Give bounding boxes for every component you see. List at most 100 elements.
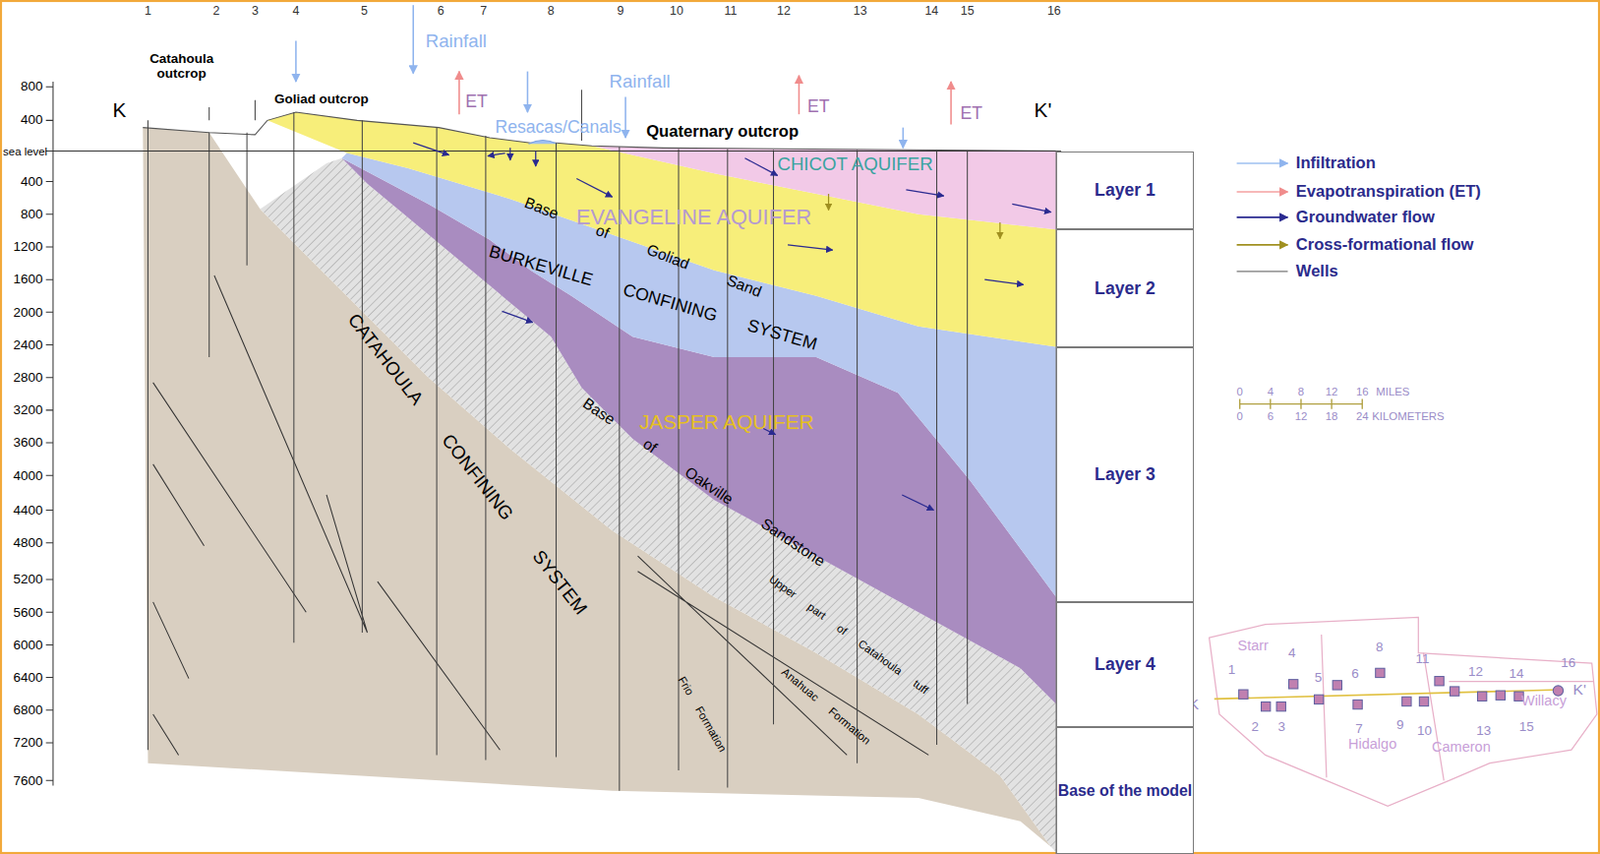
well-number: 1 xyxy=(1228,661,1237,677)
well-number: 9 xyxy=(1396,716,1405,732)
outcrop-label: Catahoula outcrop xyxy=(140,53,223,83)
depth-label: 3600 xyxy=(13,435,44,451)
scale-label: 8 xyxy=(1298,385,1304,399)
well-number: 5 xyxy=(1314,670,1323,686)
depth-label: 400 xyxy=(20,174,43,189)
scale-label: 0 xyxy=(1237,385,1244,399)
et-label: ET xyxy=(807,97,830,117)
depth-label: 2800 xyxy=(13,370,44,386)
et-label: ET xyxy=(465,92,488,112)
scale-label: 12 xyxy=(1325,385,1339,399)
depth-label: 6000 xyxy=(13,637,44,652)
depth-label: sea level xyxy=(2,144,48,158)
outcrop-label: Quaternary outcrop xyxy=(646,122,799,141)
depth-label: 5600 xyxy=(13,604,44,620)
layer-box: Layer 2 xyxy=(1056,229,1194,347)
well-number: 9 xyxy=(616,5,624,20)
well-number: 16 xyxy=(1560,655,1576,671)
scale-label: 4 xyxy=(1267,385,1274,399)
well-number: 4 xyxy=(1288,646,1297,661)
well-number: 6 xyxy=(437,5,445,20)
rainfall-label: Rainfall xyxy=(425,30,487,52)
county-name: Willacy xyxy=(1521,692,1567,709)
well-number: 14 xyxy=(924,5,939,20)
et-arrows xyxy=(459,71,951,125)
county-map xyxy=(1209,616,1598,806)
layer-name: Layer 2 xyxy=(1094,278,1156,299)
resacas-label: Resacas/Canals xyxy=(494,118,621,137)
layer-box: Base of the model xyxy=(1056,726,1194,854)
layer-name: Layer 4 xyxy=(1094,653,1156,675)
well-number: 10 xyxy=(1417,723,1432,739)
well-number: 3 xyxy=(251,5,259,20)
well-lines xyxy=(147,89,967,790)
depth-label: 6400 xyxy=(13,670,44,686)
well-number: 3 xyxy=(1278,718,1287,734)
section-end: K' xyxy=(1573,681,1587,699)
depth-axis xyxy=(46,81,54,786)
aquifer-name: JASPER AQUIFER xyxy=(639,410,815,433)
scale-label: 12 xyxy=(1295,410,1308,423)
well-number: 8 xyxy=(1375,639,1384,654)
county-name: Cameron xyxy=(1431,738,1491,755)
legend-text: Groundwater flow xyxy=(1296,207,1435,228)
depth-label: 2400 xyxy=(13,337,44,353)
outcrop-label: Goliad outcrop xyxy=(274,91,369,107)
layer-box: Layer 4 xyxy=(1056,601,1194,727)
section-end: K' xyxy=(1034,99,1053,122)
legend-samples xyxy=(1237,163,1289,272)
well-number: 13 xyxy=(853,5,868,20)
legend-text: Wells xyxy=(1296,261,1339,282)
well-number: 15 xyxy=(1519,718,1535,734)
depth-label: 800 xyxy=(20,206,43,222)
well-number: 11 xyxy=(1415,651,1429,667)
resaca xyxy=(528,140,557,145)
well-number: 11 xyxy=(723,5,737,20)
depth-label: 6800 xyxy=(13,703,44,718)
scale-label: 24 xyxy=(1356,410,1369,423)
rainfall-label: Rainfall xyxy=(608,71,670,93)
scale-label: MILES xyxy=(1375,385,1410,399)
well-number: 2 xyxy=(213,5,221,20)
depth-label: 400 xyxy=(20,113,43,128)
well-number: 2 xyxy=(1251,718,1260,734)
ground-surface xyxy=(142,112,1062,151)
well-number: 6 xyxy=(1351,665,1360,681)
infiltration-arrows xyxy=(296,4,903,148)
depth-label: 4800 xyxy=(13,535,44,551)
well-number: 16 xyxy=(1047,5,1062,20)
aquifer-name: CHICOT AQUIFER xyxy=(776,154,933,176)
layer-box: Layer 1 xyxy=(1056,151,1194,231)
county-name: Hidalgo xyxy=(1348,735,1397,752)
depth-label: 7200 xyxy=(13,735,44,751)
well-number: 12 xyxy=(1468,663,1483,679)
scale-label: 0 xyxy=(1237,410,1244,423)
depth-label: 5200 xyxy=(13,572,44,588)
well-number: 13 xyxy=(1476,723,1491,739)
well-number: 15 xyxy=(960,5,975,20)
depth-label: 3200 xyxy=(13,403,44,418)
layer-name: Base of the model xyxy=(1058,781,1193,800)
well-number: 5 xyxy=(360,5,368,20)
cross-formational-arrows xyxy=(829,193,1001,239)
legend-text: Infiltration xyxy=(1296,153,1376,174)
depth-label: 7600 xyxy=(13,772,44,788)
legend-text: Evapotranspiration (ET) xyxy=(1296,181,1482,202)
scale-label: KILOMETERS xyxy=(1371,410,1445,423)
legend-text: Cross-formational flow xyxy=(1296,235,1475,255)
depth-label: 4000 xyxy=(13,468,44,483)
well-number: 14 xyxy=(1508,665,1524,681)
depth-label: 800 xyxy=(20,79,43,95)
scale-label: 18 xyxy=(1325,410,1339,423)
scale-bar xyxy=(1240,398,1363,409)
well-number: 10 xyxy=(669,5,684,20)
layer-name: Layer 3 xyxy=(1094,464,1156,485)
et-label: ET xyxy=(960,105,984,124)
well-number: 1 xyxy=(144,5,152,20)
depth-label: 2000 xyxy=(13,304,44,320)
sea-level-line xyxy=(53,150,1057,152)
well-number: 12 xyxy=(776,5,791,20)
depth-label: 1200 xyxy=(13,239,44,255)
